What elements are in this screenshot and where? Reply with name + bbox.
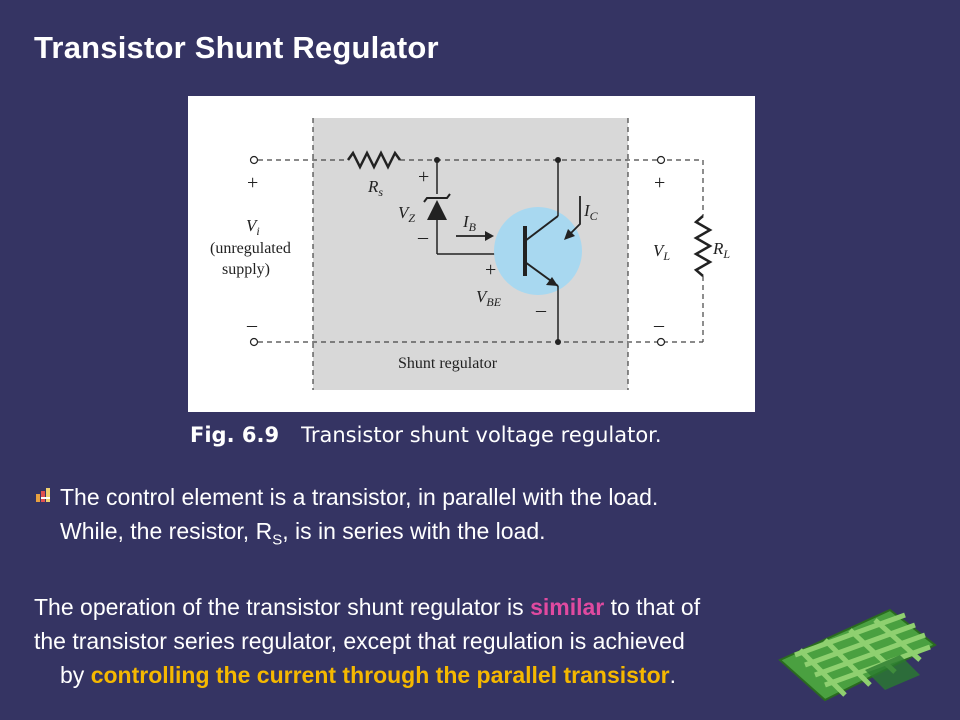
- svg-text:VBE: VBE: [476, 287, 502, 309]
- svg-text:+: +: [485, 259, 496, 281]
- svg-text:RL: RL: [712, 239, 730, 261]
- svg-text:+: +: [247, 172, 258, 194]
- svg-text:supply): supply): [222, 261, 270, 278]
- svg-text:Rs: Rs: [367, 177, 383, 199]
- circuit-figure: Rs + VZ – IB IC + VBE – + Vi (unregulate…: [188, 96, 755, 412]
- figure-number: Fig. 6.9: [190, 423, 280, 447]
- paragraph-control-element: The control element is a transistor, in …: [60, 484, 659, 549]
- resistor-rs: [346, 150, 402, 170]
- svg-text:IB: IB: [462, 212, 477, 234]
- svg-text:–: –: [417, 226, 429, 248]
- svg-text:+: +: [654, 172, 665, 194]
- paragraph-operation: The operation of the transistor shunt re…: [34, 594, 701, 688]
- shunt-regulator-label: Shunt regulator: [398, 355, 498, 372]
- svg-text:+: +: [418, 166, 429, 188]
- zener-diode: [427, 200, 447, 220]
- bullet-icon: [36, 488, 52, 502]
- svg-text:VZ: VZ: [398, 203, 415, 225]
- svg-text:(unregulated: (unregulated: [210, 240, 291, 257]
- svg-text:VL: VL: [653, 241, 670, 263]
- resistor-rl: [693, 215, 713, 277]
- transistor: [494, 207, 582, 295]
- emphasis-controlling-current: controlling the current through the para…: [90, 662, 670, 688]
- figure-caption: Fig. 6.9 Transistor shunt voltage regulat…: [190, 423, 662, 447]
- svg-text:–: –: [535, 299, 547, 321]
- svg-text:–: –: [653, 314, 665, 336]
- woven-mesh-icon: [770, 600, 940, 705]
- svg-text:Vi: Vi: [246, 216, 260, 238]
- highlight-similar: similar: [530, 594, 605, 620]
- figure-caption-text: Transistor shunt voltage regulator.: [301, 423, 662, 447]
- svg-text:IC: IC: [583, 201, 599, 223]
- slide-title: Transistor Shunt Regulator: [34, 30, 439, 65]
- svg-text:–: –: [246, 314, 258, 336]
- circuit-diagram: Rs + VZ – IB IC + VBE – + Vi (unregulate…: [210, 118, 730, 390]
